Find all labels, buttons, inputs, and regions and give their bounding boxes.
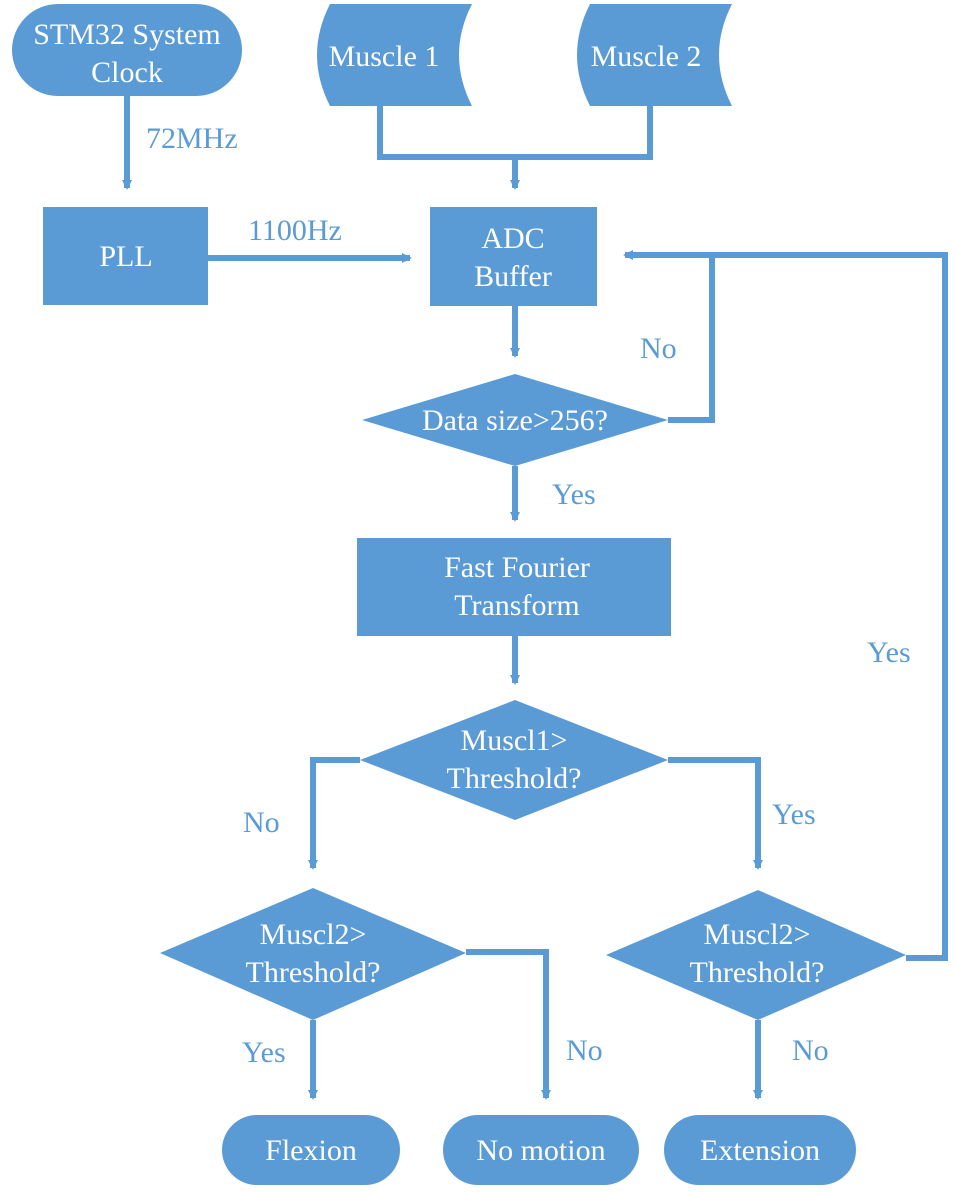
node-muscle2-label: Muscle 2 xyxy=(591,40,702,73)
node-fft: Fast Fourier Transform xyxy=(357,538,671,636)
node-flexion-label: Flexion xyxy=(265,1134,357,1167)
node-fft-line2: Transform xyxy=(454,589,580,622)
edge-label-muscl2-right-no: No xyxy=(792,1034,829,1067)
node-flexion: Flexion xyxy=(222,1115,400,1185)
node-datasize-label: Data size>256? xyxy=(422,404,608,437)
edge-label-muscl2-left-no: No xyxy=(566,1034,603,1067)
node-muscl1-line2: Threshold? xyxy=(447,762,582,795)
edge-label-loop-yes: Yes xyxy=(867,636,911,669)
nodes: STM32 System Clock Muscle 1 Muscle 2 PLL… xyxy=(12,4,906,1185)
node-muscl1-line1: Muscl1> xyxy=(461,724,568,757)
edge-datasize-no-loop xyxy=(668,255,715,423)
edge-loop-yes xyxy=(623,250,948,961)
node-pll: PLL xyxy=(43,207,208,305)
node-muscl1-decision: Muscl1> Threshold? xyxy=(360,700,668,820)
node-extension: Extension xyxy=(664,1115,856,1185)
edge-muscl1-no xyxy=(308,757,360,870)
edge-muscle1-to-merge xyxy=(377,106,653,160)
edge-label-datasize-yes: Yes xyxy=(552,478,596,511)
node-datasize-decision: Data size>256? xyxy=(362,374,668,466)
node-muscl2-left-line2: Threshold? xyxy=(246,956,381,989)
node-muscle1: Muscle 1 xyxy=(317,4,472,106)
node-fft-line1: Fast Fourier xyxy=(444,551,590,584)
node-muscle2: Muscle 2 xyxy=(577,4,732,106)
node-muscl2-right-decision: Muscl2> Threshold? xyxy=(606,890,906,1020)
node-stm32-clock-line2: Clock xyxy=(91,56,163,89)
edge-label-muscl1-no: No xyxy=(243,806,280,839)
node-stm32-clock: STM32 System Clock xyxy=(12,4,242,96)
node-no-motion-label: No motion xyxy=(476,1134,605,1167)
node-muscl2-right-line2: Threshold? xyxy=(690,956,825,989)
edges: 72MHz 1100Hz No Yes No Yes Yes Yes No xyxy=(122,96,948,1100)
node-muscle1-label: Muscle 1 xyxy=(329,40,440,73)
node-adc-line2: Buffer xyxy=(474,260,552,293)
node-extension-label: Extension xyxy=(700,1134,820,1167)
edge-label-72mhz: 72MHz xyxy=(146,122,238,155)
node-stm32-clock-line1: STM32 System xyxy=(33,18,221,51)
node-adc-buffer: ADC Buffer xyxy=(430,207,597,306)
node-no-motion: No motion xyxy=(443,1115,639,1185)
edge-label-muscl2-left-yes: Yes xyxy=(242,1036,286,1069)
edge-muscl2-left-no xyxy=(466,949,551,1100)
edge-muscl1-yes xyxy=(668,757,763,870)
edge-label-datasize-no: No xyxy=(640,332,677,365)
edge-label-muscl1-yes: Yes xyxy=(772,798,816,831)
node-pll-label: PLL xyxy=(99,240,152,273)
edge-label-1100hz: 1100Hz xyxy=(248,214,342,247)
node-muscl2-left-line1: Muscl2> xyxy=(260,918,367,951)
node-muscl2-right-line1: Muscl2> xyxy=(704,918,811,951)
node-muscl2-left-decision: Muscl2> Threshold? xyxy=(160,888,466,1020)
node-adc-line1: ADC xyxy=(481,222,544,255)
